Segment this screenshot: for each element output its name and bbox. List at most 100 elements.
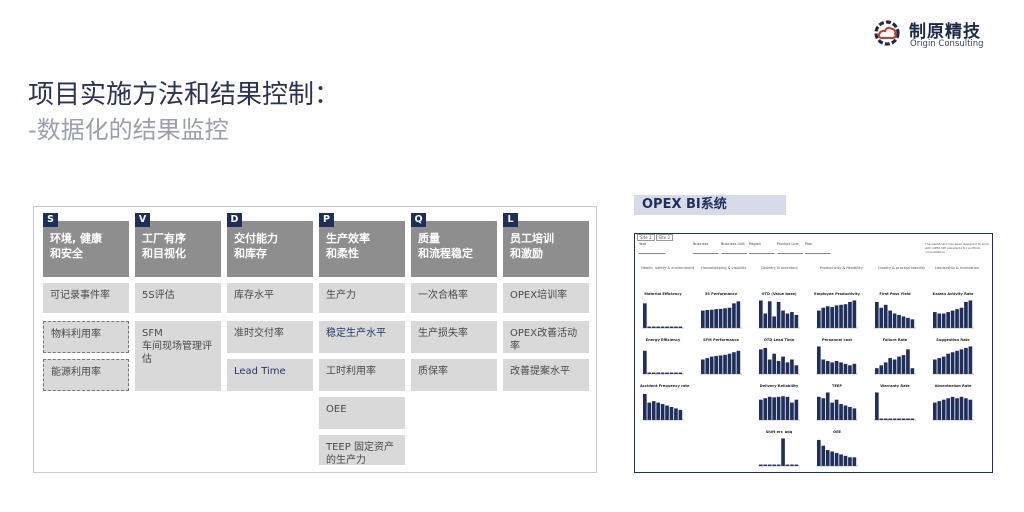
company-logo: 制原精技 Origin Consulting: [870, 14, 1015, 54]
mini-chart-bar: [718, 308, 723, 328]
mini-chart-bar: [906, 349, 910, 374]
mini-chart-bar: [834, 305, 839, 328]
mini-chart-bar: [821, 445, 826, 466]
mini-chart-title: Accident Frequency rate: [640, 384, 690, 388]
kpi-item: 5S评估: [135, 283, 221, 313]
filter-plan[interactable]: Plan: [805, 242, 833, 254]
mini-chart-bar: [723, 308, 727, 328]
kpi-column-heading: 生产效率 和柔性: [319, 221, 405, 277]
mini-chart-plot: [758, 438, 800, 467]
mini-chart: Warranty Rate: [872, 384, 918, 430]
mini-chart-bar: [794, 365, 799, 374]
mini-chart-bar: [834, 360, 839, 374]
kpi-item: 可记录事件率: [43, 283, 129, 313]
mini-chart-bar: [821, 307, 826, 328]
mini-chart: Suggestion Rate: [930, 338, 976, 384]
mini-chart-bar: [843, 455, 848, 466]
mini-chart-plot: [874, 301, 916, 329]
mini-chart-bar: [669, 326, 674, 328]
mini-chart-bar: [888, 358, 892, 374]
dashboard-tab[interactable]: Site 2: [655, 234, 673, 241]
opex-bi-label: OPEX BI系统: [634, 195, 786, 215]
mini-chart-bar: [875, 301, 879, 328]
mini-chart-bar: [955, 398, 959, 420]
filter-dropdown[interactable]: [805, 248, 831, 254]
filter-dropdown[interactable]: [777, 248, 803, 254]
mini-chart-bar: [848, 406, 852, 420]
mini-chart-bar: [763, 464, 768, 466]
mini-chart-bar: [879, 307, 884, 328]
mini-chart-bar: [647, 402, 652, 420]
mini-chart-plot: [816, 346, 858, 375]
mini-chart-bar: [906, 317, 910, 328]
dashboard-tab[interactable]: Site 1: [637, 234, 655, 241]
mini-chart-bar: [785, 362, 790, 374]
filter-dropdown[interactable]: [721, 248, 747, 254]
mini-chart-bar: [678, 372, 683, 374]
mini-chart-bar: [910, 368, 915, 374]
filter-dropdown[interactable]: [639, 248, 665, 254]
mini-chart-bar: [705, 310, 710, 328]
filter-region[interactable]: Region: [749, 242, 777, 254]
kpi-framework-panel: 环境, 健康 和安全 S 可记录事件率 物料利用率 能源利用率 工厂有序 和目视…: [33, 206, 597, 473]
mini-chart-bar: [714, 309, 718, 328]
mini-chart-bar: [933, 402, 937, 420]
mini-chart-bar: [718, 355, 723, 374]
mini-chart-bar: [968, 300, 973, 328]
mini-chart-bar: [892, 313, 897, 328]
mini-chart: Material Efficiency: [640, 292, 686, 338]
mini-chart-bar: [875, 392, 879, 420]
kpi-item: OEE: [319, 397, 405, 429]
kpi-column-letter: D: [227, 213, 242, 227]
filter-product-line[interactable]: Product Line: [777, 242, 805, 254]
mini-chart-title: OTD Lead Time: [763, 338, 795, 342]
mini-chart-bar: [669, 372, 674, 374]
mini-chart: First Pass Yield: [872, 292, 918, 338]
kpi-column-heading: 质量 和流程稳定: [411, 221, 497, 277]
kpi-column-letter: S: [43, 213, 58, 227]
mini-chart-bar: [785, 313, 790, 328]
kpi-item: OPEX培训率: [503, 283, 589, 313]
mini-chart: Shift err. adq: [756, 430, 802, 476]
mini-chart-bar: [817, 346, 821, 374]
mini-chart-title: Energy Efficiency: [645, 338, 681, 342]
mini-chart-bar: [772, 464, 776, 466]
filter-business-unit[interactable]: Business Unit: [721, 242, 749, 254]
mini-chart-plot: [758, 300, 800, 329]
mini-chart-bar: [709, 309, 714, 328]
mini-chart-bar: [830, 362, 834, 374]
filter-dropdown[interactable]: [749, 248, 775, 254]
mini-chart-bar: [759, 464, 763, 466]
mini-chart: Energy Efficiency: [640, 338, 686, 384]
mini-chart-bar: [776, 464, 781, 466]
mini-chart-plot: [816, 300, 858, 329]
mini-chart-plot: [700, 350, 742, 375]
mini-chart-bar: [941, 399, 946, 420]
mini-chart-bar: [968, 399, 973, 420]
mini-chart-plot: [816, 439, 858, 467]
mini-chart-bar: [888, 310, 892, 328]
kpi-item: 一次合格率: [411, 283, 497, 313]
filter-year[interactable]: Year: [639, 242, 667, 254]
mini-chart-bar: [643, 303, 647, 328]
filter-business[interactable]: Business: [693, 242, 721, 254]
kpi-column-heading: 环境, 健康 和安全: [43, 221, 129, 277]
mini-chart-plot: [642, 350, 684, 375]
gear-cloud-icon: [874, 20, 900, 46]
mini-chart-bar: [781, 310, 785, 328]
mini-chart-bar: [852, 363, 857, 374]
mini-chart-bar: [830, 451, 834, 466]
mini-chart-bar: [732, 303, 736, 328]
mini-chart-title: 5S Performance: [704, 292, 738, 296]
category-label: Housekeeping & visibility: [701, 266, 747, 270]
mini-chart-bar: [964, 301, 968, 328]
mini-chart-plot: [642, 303, 684, 329]
category-label: Delivery & inventory: [761, 266, 799, 270]
mini-chart-bar: [848, 457, 852, 466]
mini-chart-bar: [678, 326, 683, 328]
filter-dropdown[interactable]: [693, 248, 719, 254]
kpi-item: OPEX改善活动 率: [503, 321, 589, 353]
mini-chart-bar: [790, 464, 794, 466]
mini-chart-plot: [758, 396, 800, 421]
